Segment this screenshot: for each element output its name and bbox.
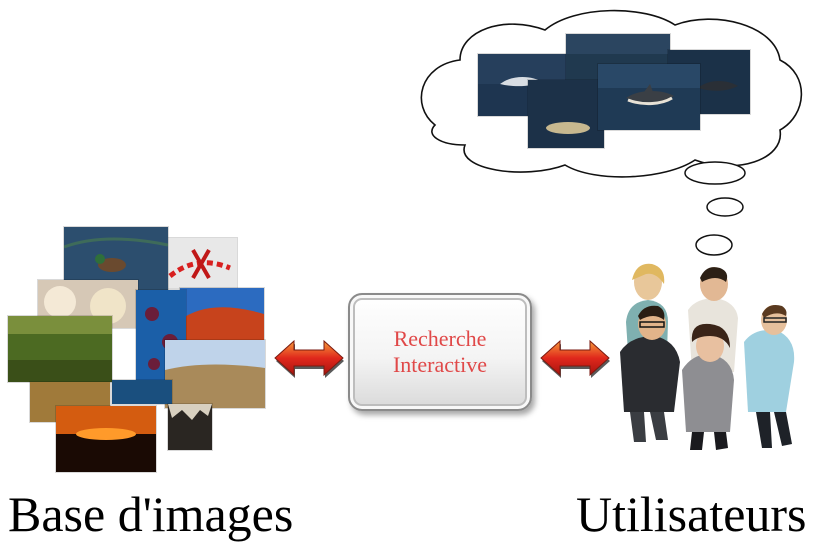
dolphin-photo-1 xyxy=(478,54,570,116)
dolphin-photo-5 xyxy=(598,64,700,130)
thought-bubble-large xyxy=(684,161,746,185)
user-figure-3 xyxy=(744,305,795,448)
moss-photo xyxy=(8,316,112,382)
users-group-photo xyxy=(620,263,795,450)
thought-bubble-medium xyxy=(706,197,744,217)
user-figure-4 xyxy=(620,305,680,442)
bird-photo xyxy=(112,380,172,404)
users-label: Utilisateurs xyxy=(576,486,807,542)
dolphin-photo-3 xyxy=(528,80,604,148)
right-double-arrow-icon xyxy=(540,339,610,378)
center-label-line1: Recherche xyxy=(393,325,487,351)
red-rock-photo xyxy=(180,288,264,340)
center-label-line2: Interactive xyxy=(392,352,488,377)
sunset-photo xyxy=(56,406,156,472)
thought-bubble-small xyxy=(695,234,733,256)
cave-photo xyxy=(168,404,212,450)
candy-cane-photo xyxy=(165,238,237,288)
desert-photo xyxy=(165,340,265,408)
image-database-label: Base d'images xyxy=(8,486,294,542)
left-double-arrow-icon xyxy=(274,339,344,378)
user-figure-5 xyxy=(682,323,734,450)
interactive-search-box: Recherche Interactive xyxy=(348,293,532,411)
